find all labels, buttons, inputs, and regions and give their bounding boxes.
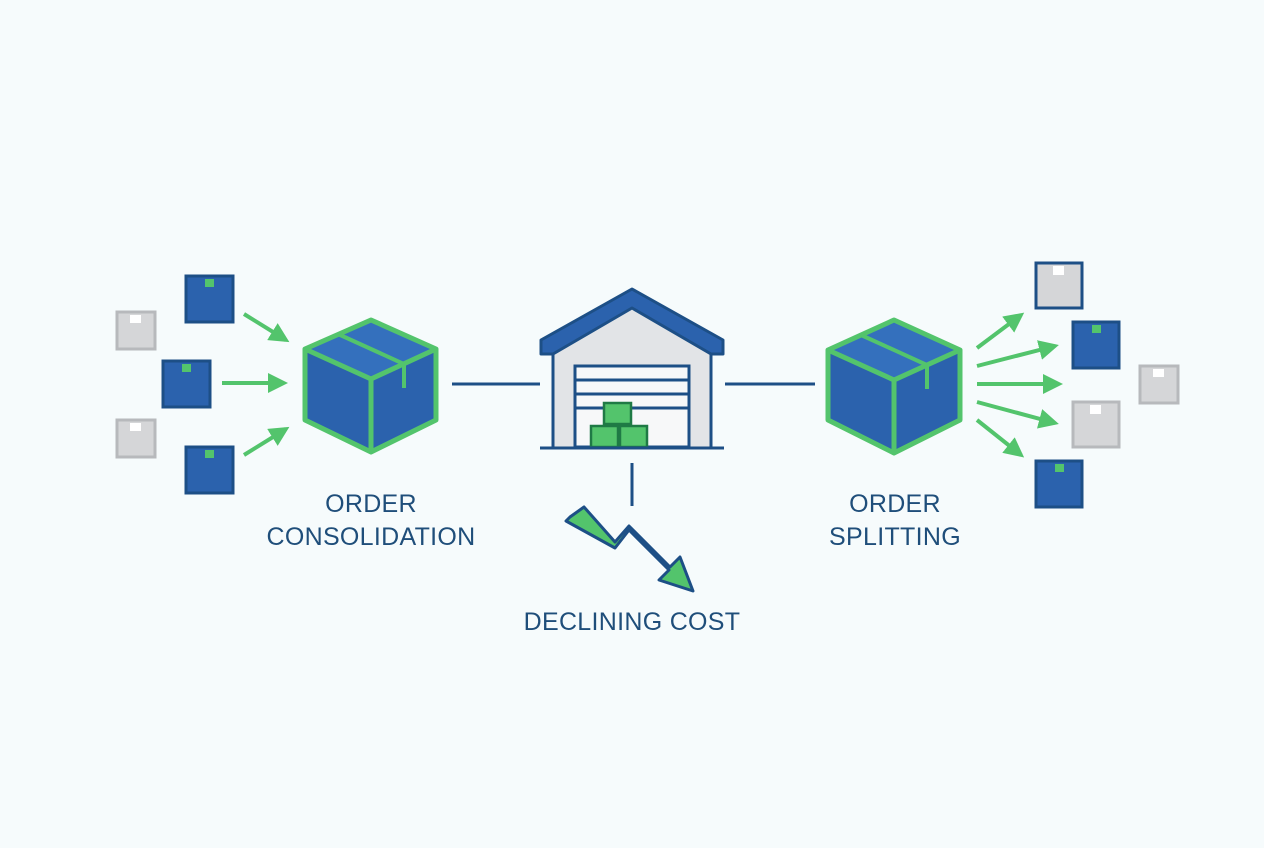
order-consolidation-label: ORDER CONSOLIDATION — [250, 488, 492, 554]
blue-package-icon — [1071, 320, 1121, 370]
gray-package-icon — [115, 418, 157, 459]
outbound-arrow — [975, 418, 1025, 458]
warehouse-icon — [539, 287, 725, 450]
consolidation-label-line2: CONSOLIDATION — [266, 523, 476, 551]
consolidation-cube-icon — [302, 317, 439, 455]
blue-package-icon — [161, 359, 212, 409]
blue-package-icon — [184, 274, 235, 324]
order-splitting-label: ORDER SPLITTING — [780, 488, 1010, 554]
inbound-arrow — [242, 426, 290, 457]
splitting-label-line1: ORDER — [849, 490, 941, 518]
gray-package-icon — [1138, 364, 1180, 405]
gray-package-icon — [1071, 400, 1121, 449]
gray-package-icon — [1034, 261, 1084, 310]
consolidation-label-line1: ORDER — [325, 490, 417, 518]
outbound-arrows — [975, 312, 1063, 458]
left-input-packages — [115, 274, 235, 495]
splitting-cube-icon — [825, 317, 963, 456]
splitting-label-line2: SPLITTING — [829, 523, 961, 551]
outbound-arrow — [976, 400, 1059, 429]
inbound-arrows — [222, 312, 290, 457]
inbound-arrow — [242, 312, 290, 343]
declining-cost-label: DECLINING COST — [523, 608, 741, 636]
blue-package-icon — [184, 445, 235, 495]
right-output-packages — [1034, 261, 1180, 509]
outbound-arrow — [975, 312, 1025, 350]
gray-package-icon — [115, 310, 157, 351]
declining-arrow-icon — [564, 505, 695, 593]
blue-package-icon — [1034, 459, 1084, 509]
outbound-arrow — [976, 340, 1059, 368]
